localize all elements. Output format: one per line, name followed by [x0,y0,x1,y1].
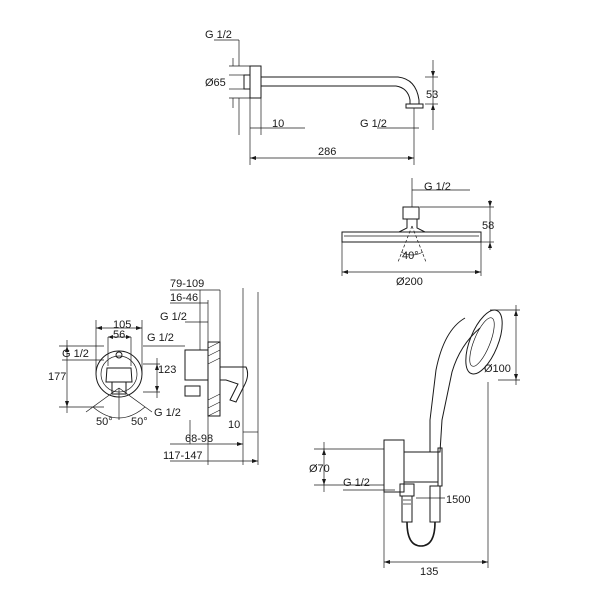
mixer-front-view: 105 56 G 1/2 G 1/2 177 123 50° 50° G 1/2 [48,319,185,428]
mixer-overall-label: 117-147 [163,450,203,462]
mixer-side-view: 79-109 16-46 G 1/2 10 68-98 117-147 [160,278,259,465]
arm-connector [243,74,251,90]
hand-diameter-label: Ø100 [484,363,511,375]
arm-length-label: 286 [318,146,336,158]
hose-length-label: 1500 [446,494,470,506]
head-height-label: 58 [482,220,494,232]
arm-wall-flange [249,65,262,99]
hose-lower [429,485,441,523]
mixer-width-label: 105 [113,319,131,331]
mixer-height2-label: 123 [158,364,176,376]
arm-thread-top-label: G 1/2 [205,29,232,41]
head-ball-joint [398,219,426,233]
head-nut [402,206,420,220]
diverter-knob [115,351,123,359]
mixer-depth-range-label: 79-109 [170,278,204,290]
arm-thread-end-label: G 1/2 [360,118,387,130]
mixer-thread-bottom-label: G 1/2 [154,407,181,419]
hand-width-label: 135 [420,566,438,578]
mixer-width2-label: 56 [113,329,125,341]
mixer-handle [105,367,133,383]
arm-drop-label: 53 [426,89,438,101]
shower-arm-view: G 1/2 Ø65 10 G 1/2 53 286 [205,29,438,165]
mixer-thread-mid-label: G 1/2 [147,332,174,344]
hose-nut [399,483,415,497]
holder-body [403,451,439,483]
mixer-thread-top-label: G 1/2 [160,311,187,323]
arm-diameter-label: Ø65 [205,77,226,89]
head-diameter-label: Ø200 [396,276,423,288]
mixer-depth-range2-label: 16-46 [170,292,198,304]
hand-shower-view: Ø100 Ø70 G 1/2 1500 135 [309,305,520,578]
arm-tube-top [261,76,420,104]
elbow-diameter-label: Ø70 [309,463,330,475]
hand-shower-handle [429,317,481,453]
mixer-height-label: 177 [48,371,66,383]
head-angle-label: 40° [402,250,419,262]
mixer-plate-label: 10 [228,419,240,431]
head-thread-label: G 1/2 [424,181,451,193]
hose-loop [406,521,436,547]
mixer-body [184,349,209,381]
head-plate [341,231,482,243]
mixer-angle-right-label: 50° [131,416,148,428]
arm-tube-bottom [261,85,411,104]
arm-thickness-label: 10 [272,118,284,130]
arm-outlet [405,103,424,109]
mixer-thread-left-label: G 1/2 [62,348,89,360]
mixer-spout-label: 68-98 [185,433,213,445]
mixer-lever [220,366,249,403]
head-shower-view: G 1/2 58 40° Ø200 [341,178,494,288]
mixer-angle-left-label: 50° [96,416,113,428]
elbow-thread-label: G 1/2 [343,477,370,489]
